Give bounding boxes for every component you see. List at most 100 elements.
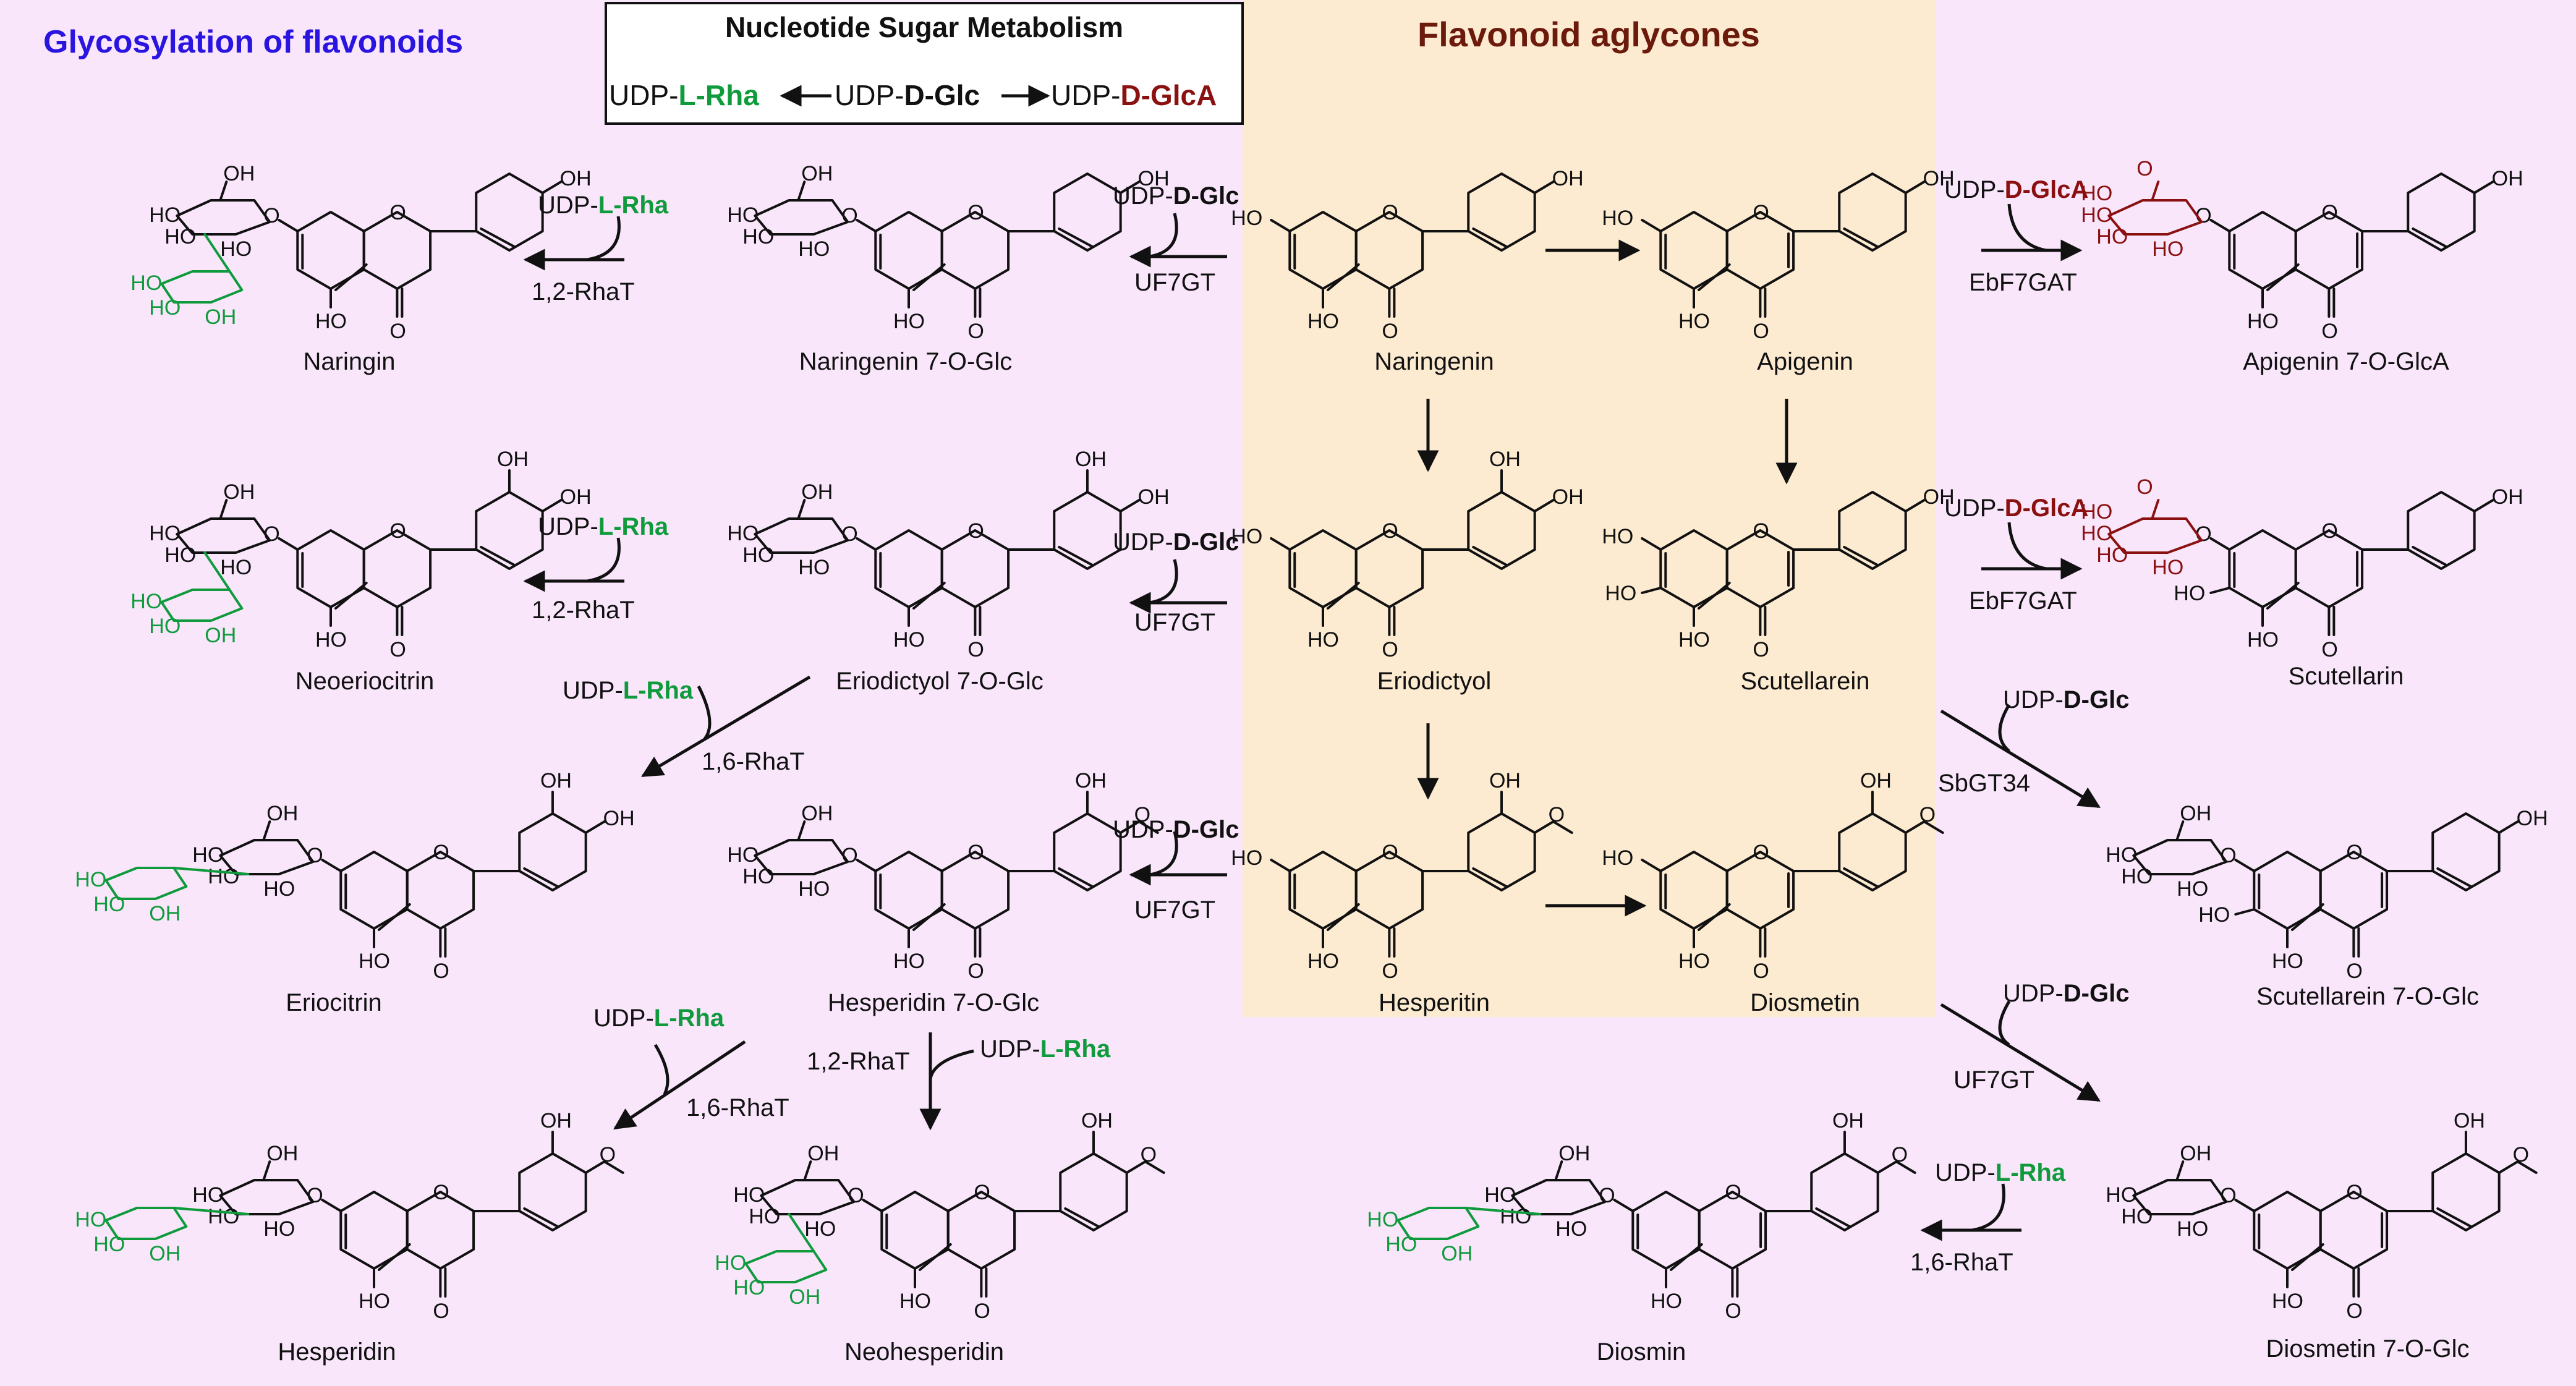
label-diosmetin-glc: Diosmetin 7-O-Glc xyxy=(2266,1335,2470,1363)
reagent-labels: UDP-D-Glc UF7GT UDP-D-Glc UF7GT UDP-D-Gl… xyxy=(532,176,2129,1276)
label-eriocitrin: Eriocitrin xyxy=(286,989,382,1016)
svg-text:OH: OH xyxy=(807,1142,839,1165)
arrow-sbgt34 xyxy=(1940,709,2101,809)
svg-text:OH: OH xyxy=(1489,769,1521,793)
svg-text:O: O xyxy=(967,638,984,661)
svg-text:OH: OH xyxy=(1558,1142,1590,1165)
arrow-rhat16-2 xyxy=(613,1040,746,1130)
label-hesperidin-glc: Hesperidin 7-O-Glc xyxy=(828,989,1039,1016)
svg-text:O: O xyxy=(1382,201,1398,224)
svg-text:HO: HO xyxy=(1605,582,1636,605)
svg-text:HO: HO xyxy=(93,1233,125,1256)
svg-text:HO: HO xyxy=(2106,843,2137,867)
svg-text:HO: HO xyxy=(2177,877,2208,901)
label-naringenin-glc: Naringenin 7-O-Glc xyxy=(799,348,1013,375)
nucleotide-sugar-box: Nucleotide Sugar Metabolism UDP-L-Rha UD… xyxy=(605,2,1244,125)
svg-text:O: O xyxy=(433,1299,449,1323)
svg-text:OH: OH xyxy=(789,1285,820,1309)
aglycone-panel xyxy=(1243,0,1935,1017)
svg-text:UDP-D-Glc: UDP-D-Glc xyxy=(1113,182,1239,210)
enzyme-uf7gt-3: UF7GT xyxy=(1134,896,1215,924)
nsm-udp-glca: D-GlcA xyxy=(1120,79,1217,111)
svg-text:UDP-D-GlcA: UDP-D-GlcA xyxy=(1944,176,2088,203)
structures-layer: OOOHHOHOOOOHHOHOOOOHOHHOHOOOOHHOHOHOOOOO… xyxy=(75,157,2548,1323)
svg-text:HO: HO xyxy=(1602,846,1633,870)
label-hesperidin: Hesperidin xyxy=(278,1338,396,1366)
svg-text:O: O xyxy=(2346,1299,2362,1323)
svg-text:OH: OH xyxy=(1138,485,1170,509)
svg-text:HO: HO xyxy=(2272,950,2303,973)
label-naringin: Naringin xyxy=(304,348,396,375)
label-neohesperidin: Neohesperidin xyxy=(844,1338,1004,1366)
svg-text:O: O xyxy=(1753,320,1769,343)
nsm-udp-glc: D-Glc xyxy=(904,79,980,111)
udp-glc-3: D-Glc xyxy=(1173,816,1239,843)
svg-text:OH: OH xyxy=(801,480,833,504)
udp-glc-1: D-Glc xyxy=(1173,182,1239,210)
svg-text:O: O xyxy=(1919,803,1936,827)
enzyme-rhat16-2: 1,6-RhaT xyxy=(686,1094,789,1121)
svg-text:HO: HO xyxy=(2247,310,2279,333)
svg-text:HO: HO xyxy=(893,310,925,333)
nsm-udp-rha: L-Rha xyxy=(678,79,759,111)
label-apigenin-glca: Apigenin 7-O-GlcA xyxy=(2243,348,2449,375)
svg-text:HO: HO xyxy=(1484,1183,1516,1207)
svg-text:O: O xyxy=(2513,1143,2529,1167)
svg-text:HO: HO xyxy=(208,865,239,888)
svg-text:OH: OH xyxy=(1489,448,1521,471)
svg-text:HO: HO xyxy=(1678,310,1710,333)
svg-text:HO: HO xyxy=(742,225,774,249)
svg-text:HO: HO xyxy=(1307,310,1339,333)
svg-text:HO: HO xyxy=(1500,1205,1531,1228)
svg-text:HO: HO xyxy=(1678,950,1710,973)
udp-rha-prefix-4: UDP- xyxy=(593,1005,654,1032)
svg-text:HO: HO xyxy=(192,843,224,867)
svg-text:HO: HO xyxy=(715,1251,746,1275)
label-scutellarin: Scutellarin xyxy=(2289,663,2404,690)
svg-text:O: O xyxy=(1892,1143,1908,1167)
svg-text:HO: HO xyxy=(2106,1183,2137,1207)
svg-text:OH: OH xyxy=(540,769,572,793)
svg-text:OH: OH xyxy=(560,167,592,190)
svg-text:O: O xyxy=(1382,841,1398,864)
svg-text:O: O xyxy=(389,320,406,343)
svg-text:HO: HO xyxy=(315,628,347,652)
svg-text:OH: OH xyxy=(801,162,833,185)
svg-text:HO: HO xyxy=(359,1290,390,1313)
svg-text:UDP-D-GlcA: UDP-D-GlcA xyxy=(1944,495,2088,522)
svg-text:UDP-L-Rha: UDP-L-Rha xyxy=(593,1005,725,1032)
svg-text:O: O xyxy=(433,959,449,983)
svg-text:OH: OH xyxy=(540,1109,572,1133)
svg-text:HO: HO xyxy=(1367,1208,1398,1231)
svg-text:UDP-D-Glc: UDP-D-Glc xyxy=(2003,980,2129,1007)
svg-text:O: O xyxy=(967,201,984,224)
udp-rha-5: L-Rha xyxy=(1040,1035,1111,1063)
svg-text:HO: HO xyxy=(733,1183,765,1207)
svg-text:OH: OH xyxy=(1552,485,1584,509)
svg-text:HO: HO xyxy=(727,843,759,867)
enzyme-rhat12-3: 1,2-RhaT xyxy=(807,1048,910,1075)
svg-text:OH: OH xyxy=(205,624,236,647)
svg-text:O: O xyxy=(1549,803,1565,827)
svg-text:HO: HO xyxy=(164,543,196,567)
svg-text:HO: HO xyxy=(733,1276,765,1299)
svg-text:HO: HO xyxy=(742,865,774,888)
svg-text:OH: OH xyxy=(266,1142,298,1165)
svg-text:HO: HO xyxy=(798,877,830,901)
svg-text:OH: OH xyxy=(603,807,635,830)
svg-text:HO: HO xyxy=(804,1217,836,1241)
svg-text:HO: HO xyxy=(2152,237,2183,261)
reaction-arrows xyxy=(523,203,2101,1241)
arrow-uf7gt-diag xyxy=(1940,1003,2101,1102)
label-hesperitin: Hesperitin xyxy=(1379,989,1490,1016)
svg-text:O: O xyxy=(389,638,406,661)
svg-text:HO: HO xyxy=(727,203,759,227)
svg-text:OH: OH xyxy=(223,162,255,185)
